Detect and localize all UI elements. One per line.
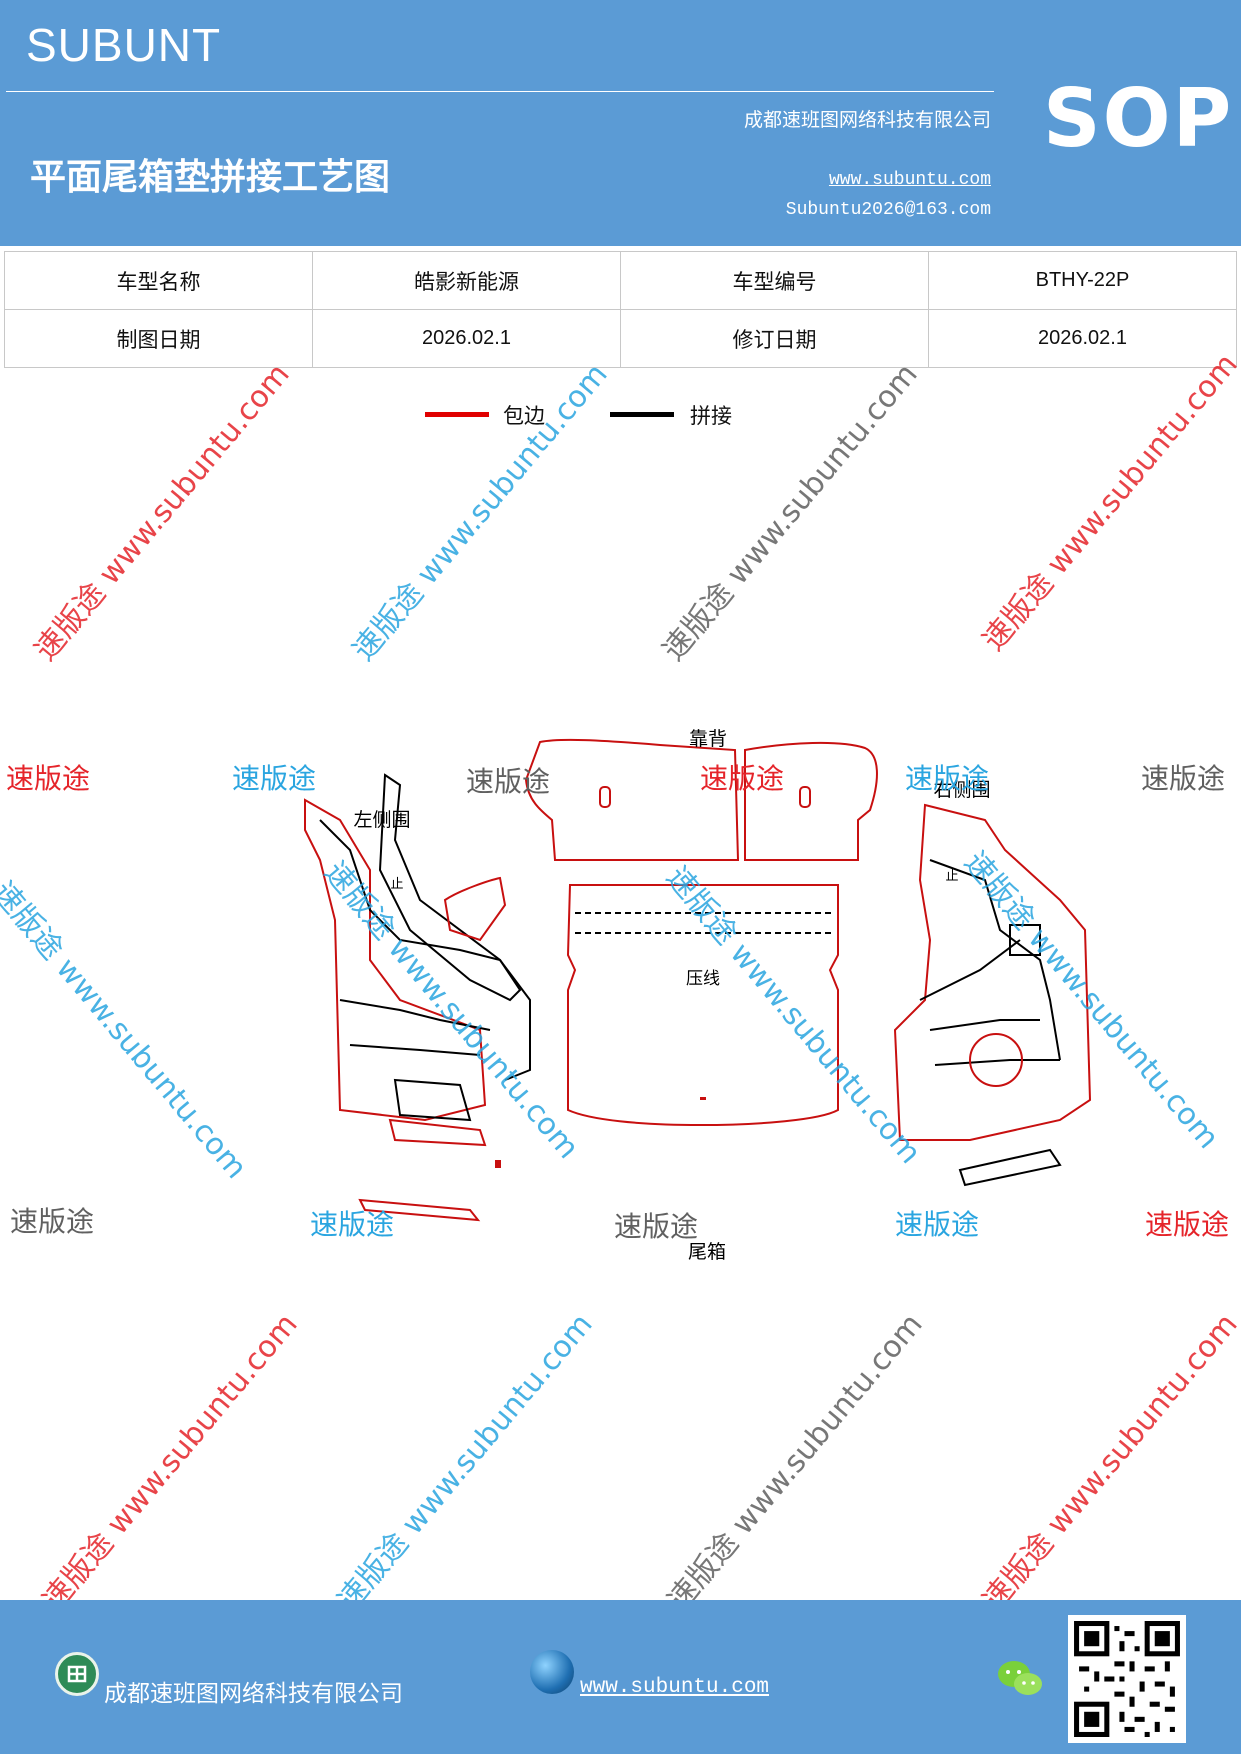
left-side-piece-c	[393, 1078, 472, 1122]
right-side-label: 右侧围	[933, 779, 990, 801]
watermark: 速版途	[1141, 762, 1226, 795]
wechat-icon[interactable]	[996, 1658, 1044, 1698]
left-side-mark	[495, 1160, 501, 1168]
backrest-label: 靠背	[689, 728, 727, 750]
watermark: 速版途	[10, 1205, 95, 1238]
trunk-floor-panel	[566, 884, 839, 1127]
right-side-hole	[969, 1033, 1023, 1087]
table-row: 制图日期 2026.02.1 修订日期 2026.02.1	[4, 309, 1237, 368]
watermark: 速版途	[466, 765, 551, 798]
right-side-seam-2	[919, 939, 1021, 1001]
model-code-value: BTHY-22P	[928, 251, 1237, 310]
left-side-seam-2	[339, 999, 491, 1031]
watermark: 速版途	[614, 1210, 699, 1243]
left-side-piece-d	[388, 1118, 487, 1147]
backrest-left-panel	[524, 738, 740, 861]
draw-date-value: 2026.02.1	[312, 309, 621, 368]
backrest-slot-right	[799, 786, 811, 808]
header: SUBUNT 平面尾箱垫拼接工艺图 成都速班图网络科技有限公司 www.subu…	[0, 0, 1241, 246]
press-line-label: 压线	[686, 969, 720, 989]
model-name-label: 车型名称	[4, 251, 313, 310]
backrest-right-panel	[744, 741, 878, 861]
table-row: 车型名称 皓影新能源 车型编号 BTHY-22P	[4, 251, 1237, 310]
stop-mark-left: 止	[390, 877, 403, 892]
header-divider	[6, 91, 994, 92]
globe-icon	[530, 1650, 574, 1694]
right-side-seam-4	[934, 1059, 1060, 1066]
vehicle-info-table: 车型名称 皓影新能源 车型编号 BTHY-22P 制图日期 2026.02.1 …	[4, 251, 1237, 368]
right-side-outer	[893, 803, 1092, 1141]
sop-badge: SOP	[1043, 72, 1234, 165]
footer-website-link[interactable]: www.subuntu.com	[580, 1676, 770, 1699]
watermark: 速版途 www.subuntu.com	[331, 1307, 600, 1618]
model-name-value: 皓影新能源	[312, 251, 621, 310]
website-link[interactable]: www.subuntu.com	[828, 170, 991, 190]
left-side-seam-3	[349, 1044, 481, 1056]
watermark: 速版途	[6, 762, 91, 795]
email-address: Subuntu2026@163.com	[785, 200, 991, 220]
company-name: 成都速班图网络科技有限公司	[743, 109, 991, 131]
watermark: 速版途	[895, 1208, 980, 1241]
seam-legend-label: 拼接	[690, 404, 732, 428]
right-side-seam-3	[929, 1019, 1040, 1031]
trunk-label: 尾箱	[688, 1241, 726, 1263]
legend: 包边 拼接	[0, 400, 1241, 440]
left-side-bottom-strip	[358, 1198, 481, 1222]
left-side-piece-a	[378, 773, 522, 1002]
edge-legend-swatch	[425, 412, 489, 417]
watermark: 速版途 www.subuntu.com	[36, 1307, 305, 1618]
right-side-bottom	[958, 1148, 1062, 1187]
left-side-seam-1	[319, 819, 531, 1081]
backrest-slot-left	[599, 786, 611, 808]
right-side-piece-a	[1009, 924, 1041, 956]
revise-date-value: 2026.02.1	[928, 309, 1237, 368]
home-badge-icon	[55, 1652, 99, 1696]
footer: 成都速班图网络科技有限公司 www.subuntu.com	[0, 1600, 1241, 1754]
draw-date-label: 制图日期	[4, 309, 313, 368]
qr-code-icon	[1068, 1615, 1186, 1743]
watermark: 速版途	[310, 1208, 395, 1241]
left-side-outer	[304, 798, 487, 1122]
model-code-label: 车型编号	[620, 251, 929, 310]
left-side-piece-b	[443, 876, 507, 942]
trunk-mark	[700, 1097, 706, 1100]
watermark: 速版途	[700, 762, 785, 795]
watermark: 速版途 www.subuntu.com	[976, 347, 1241, 658]
right-side-seam-1	[929, 859, 1061, 1061]
brand-name: SUBUNT	[26, 19, 222, 71]
revise-date-label: 修订日期	[620, 309, 929, 368]
seam-legend-swatch	[610, 412, 674, 417]
watermark: 速版途 www.subuntu.com	[661, 1307, 930, 1618]
document-title: 平面尾箱垫拼接工艺图	[30, 157, 391, 198]
watermark: 速版途	[905, 762, 990, 795]
edge-legend-label: 包边	[503, 404, 545, 428]
left-side-label: 左侧围	[353, 809, 410, 831]
watermark: 速版途	[232, 762, 317, 795]
watermark: 速版途 www.subuntu.com	[976, 1307, 1241, 1618]
trunk-mat-diagram: 靠背 左侧围 右侧围 压线 尾箱 止 止	[304, 728, 1092, 1263]
watermark: 速版途	[1145, 1208, 1230, 1241]
footer-company-name: 成都速班图网络科技有限公司	[104, 1681, 403, 1707]
stop-mark-right: 止	[945, 869, 958, 884]
